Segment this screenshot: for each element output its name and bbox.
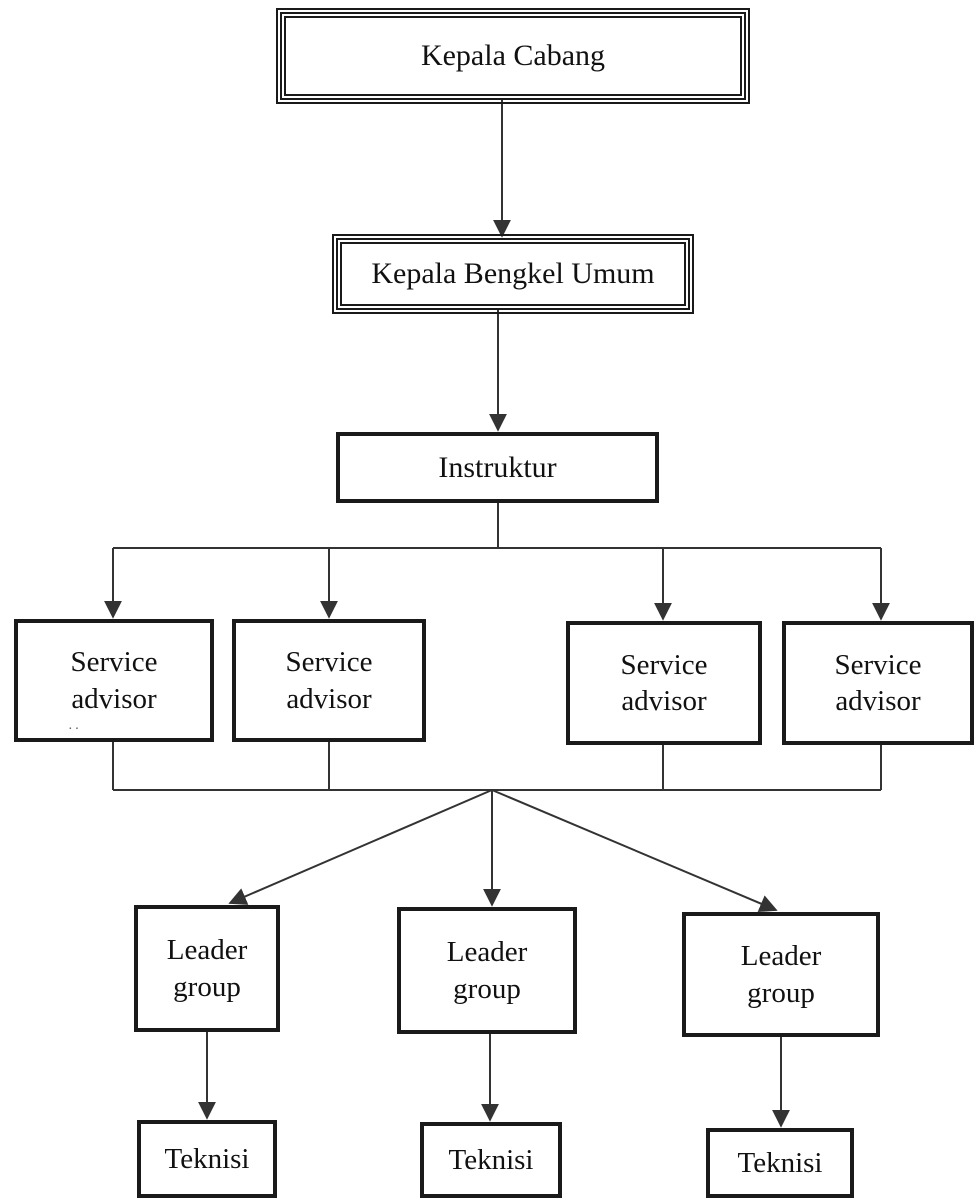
node-service-advisor-1-label: Service advisor xyxy=(70,646,158,715)
node-teknisi-3-label: Teknisi xyxy=(737,1146,823,1179)
node-service-advisor-3: Service advisor xyxy=(566,621,762,745)
node-service-advisor-2-label: Service advisor xyxy=(285,646,373,715)
node-leader-group-1-label: Leader group xyxy=(166,934,248,1003)
node-instruktur-label: Instruktur xyxy=(438,450,557,484)
node-teknisi-1: Teknisi xyxy=(137,1120,277,1198)
node-service-advisor-4-label: Service advisor xyxy=(834,648,922,717)
arrow-to-leader-1 xyxy=(228,789,493,905)
node-teknisi-2-label: Teknisi xyxy=(448,1143,534,1176)
node-service-advisor-1: Service advisor xyxy=(14,619,214,742)
node-leader-group-1: Leader group xyxy=(134,905,280,1032)
node-leader-group-3-label: Leader group xyxy=(740,940,822,1009)
stray-mark: ·· xyxy=(68,722,82,737)
node-service-advisor-3-label: Service advisor xyxy=(620,648,708,717)
node-teknisi-3: Teknisi xyxy=(706,1128,854,1198)
node-kepala-cabang-label: Kepala Cabang xyxy=(420,39,606,73)
node-leader-group-3: Leader group xyxy=(682,912,880,1037)
node-instruktur: Instruktur xyxy=(336,432,659,503)
node-kepala-bengkel-umum-label: Kepala Bengkel Umum xyxy=(371,257,655,291)
arrow-to-leader-3 xyxy=(491,789,778,912)
node-teknisi-2: Teknisi xyxy=(420,1122,562,1198)
node-teknisi-1-label: Teknisi xyxy=(164,1142,250,1175)
node-kepala-cabang: Kepala Cabang xyxy=(276,8,750,104)
node-service-advisor-4: Service advisor xyxy=(782,621,974,745)
node-kepala-bengkel-umum: Kepala Bengkel Umum xyxy=(332,234,694,314)
node-service-advisor-2: Service advisor xyxy=(232,619,426,742)
node-leader-group-2-label: Leader group xyxy=(446,936,528,1005)
node-leader-group-2: Leader group xyxy=(397,907,577,1034)
